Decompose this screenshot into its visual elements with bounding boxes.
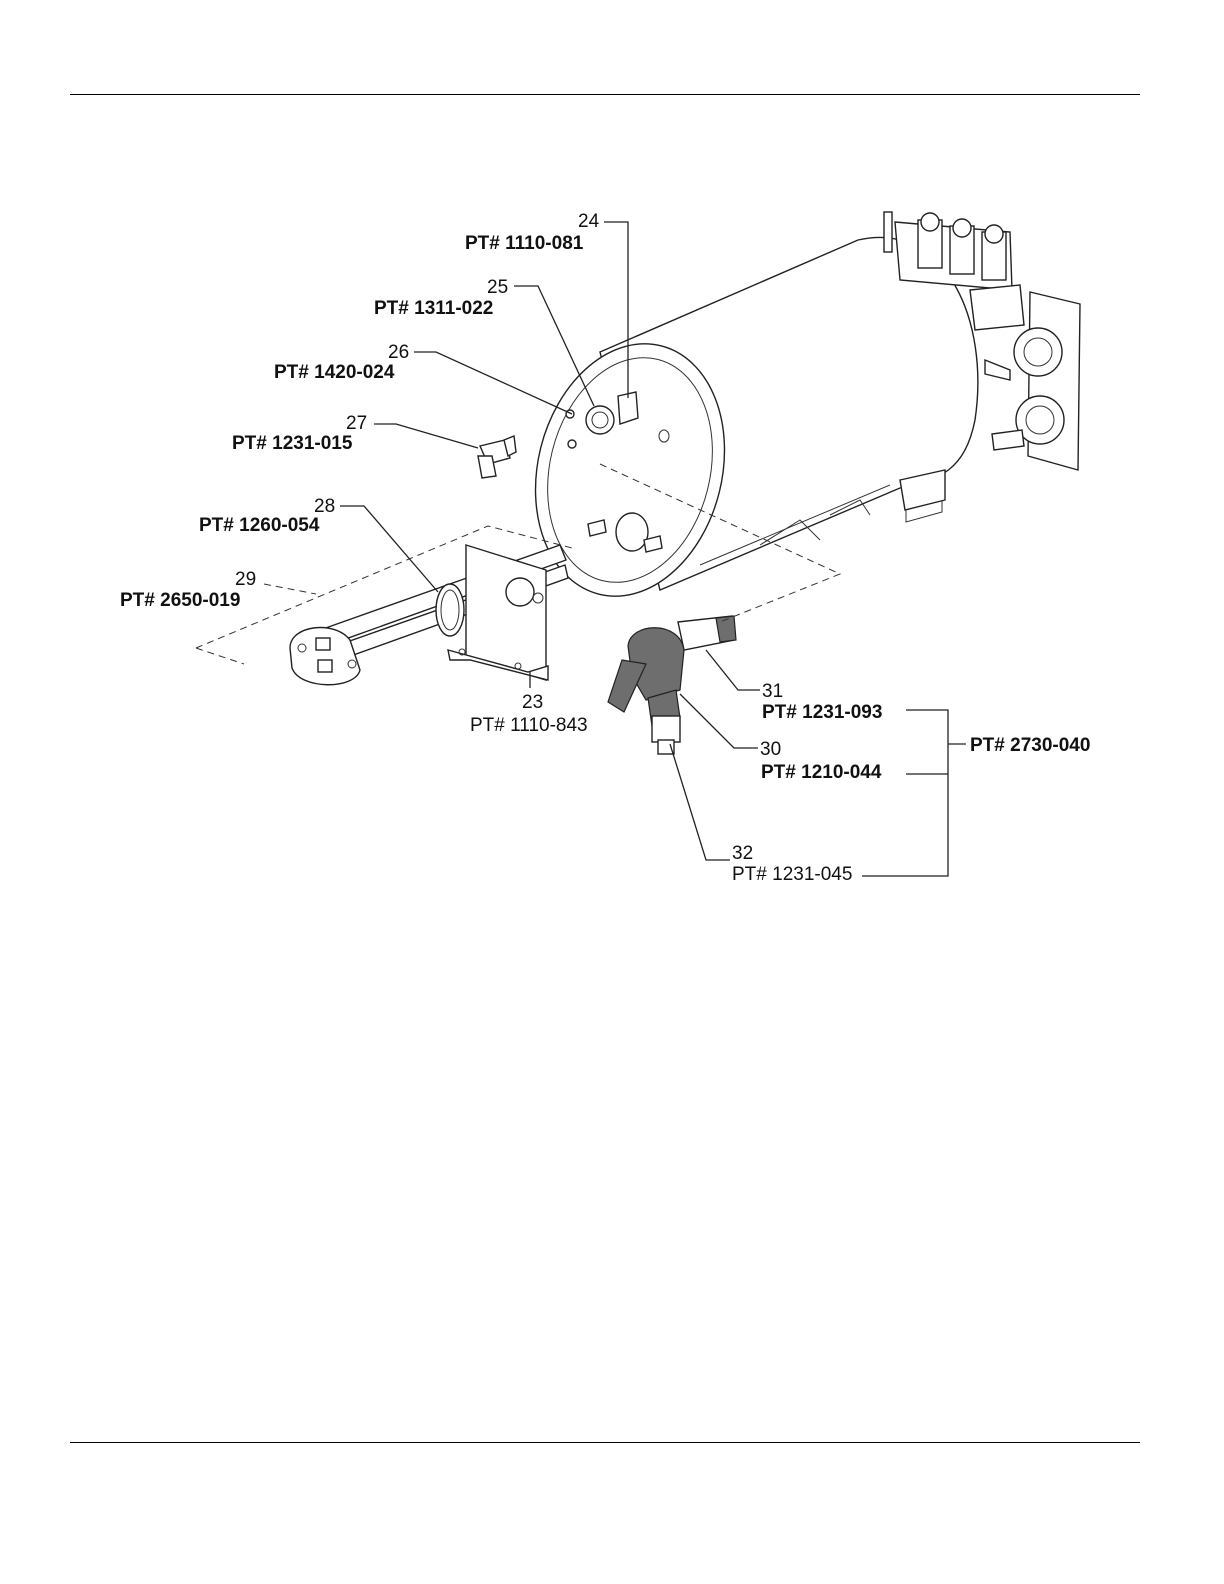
callout-32-number: 32	[732, 843, 753, 864]
callout-31: 31 PT# 1231-093	[762, 681, 882, 723]
callout-30-number: 30	[760, 739, 781, 760]
callout-31-number: 31	[762, 681, 783, 702]
callout-23-number: 23	[522, 692, 543, 713]
callout-26-number: 26	[388, 342, 409, 363]
assembly-callout: PT# 2730-040	[970, 735, 1090, 756]
callout-27-number: 27	[346, 413, 367, 434]
callout-28-part-number: PT# 1260-054	[199, 515, 320, 536]
callout-23-part-number: PT# 1110-843	[470, 715, 588, 736]
callout-30-part-number: PT# 1210-044	[761, 762, 882, 783]
callout-32-part-number: PT# 1231-045	[732, 864, 852, 885]
callout-25-part-number: PT# 1311-022	[374, 298, 493, 319]
callout-25-number: 25	[487, 277, 508, 298]
callout-32: 32 PT# 1231-045	[732, 843, 852, 885]
callout-30: 30 PT# 1210-044	[760, 739, 882, 783]
callout-28: 28 PT# 1260-054	[199, 496, 335, 536]
callout-24-part-number: PT# 1110-081	[465, 233, 584, 254]
assembly-part-number: PT# 2730-040	[970, 735, 1090, 756]
callout-26: 26 PT# 1420-024	[274, 342, 409, 383]
callout-31-part-number: PT# 1231-093	[762, 702, 882, 723]
callout-28-number: 28	[314, 496, 335, 517]
elbow-fitting-27	[478, 436, 516, 478]
callout-29-part-number: PT# 2650-019	[120, 590, 240, 611]
callout-23: 23 PT# 1110-843	[470, 692, 588, 736]
callout-27: 27 PT# 1231-015	[232, 413, 367, 454]
callout-26-part-number: PT# 1420-024	[274, 362, 395, 383]
drain-valve-assembly	[608, 616, 736, 754]
callout-25: 25 PT# 1311-022	[374, 277, 508, 319]
callout-29-number: 29	[235, 569, 256, 590]
callout-29: 29 PT# 2650-019	[120, 569, 256, 611]
callout-24: 24 PT# 1110-081	[465, 211, 600, 254]
callout-27-part-number: PT# 1231-015	[232, 433, 353, 454]
boiler-tank	[510, 237, 978, 616]
callout-24-number: 24	[578, 211, 600, 232]
